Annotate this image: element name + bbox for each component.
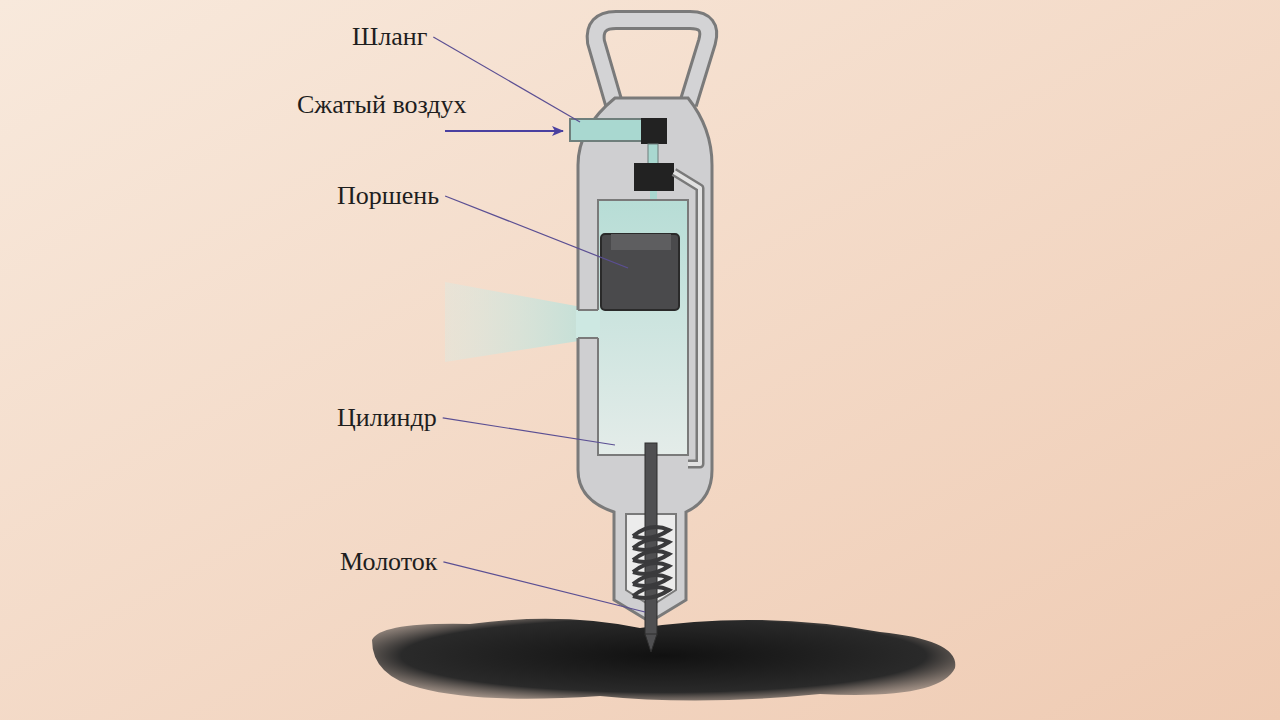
- chisel-tip: [645, 634, 657, 652]
- spring: [633, 527, 669, 598]
- leader-line: [443, 562, 645, 612]
- flow-label: Сжатый воздух: [297, 90, 467, 120]
- valve: [634, 163, 674, 191]
- spring-coil: [633, 563, 669, 574]
- exhaust-air: [445, 282, 598, 362]
- leader-line: [445, 196, 628, 268]
- part-label: Шланг: [352, 22, 427, 52]
- piston: [611, 234, 671, 250]
- handle: [596, 20, 709, 104]
- air-channel: [648, 144, 658, 164]
- hose: [570, 119, 642, 141]
- spring-coil: [633, 551, 669, 562]
- spring-coil: [633, 575, 669, 586]
- leader-line: [443, 418, 615, 445]
- part-label: Цилиндр: [337, 403, 437, 433]
- air-flow-arrow: [445, 130, 563, 132]
- handle: [596, 20, 709, 104]
- spring-coil: [633, 527, 669, 538]
- cylinder: [598, 200, 688, 455]
- part-label: Молоток: [340, 547, 437, 577]
- spring-coil: [633, 587, 669, 598]
- piston: [601, 234, 679, 310]
- part-label: Поршень: [337, 181, 439, 211]
- valve: [641, 118, 667, 144]
- exhaust-opening: [576, 310, 600, 338]
- spring-coil: [633, 539, 669, 550]
- housing: [578, 98, 712, 620]
- ground: [372, 619, 955, 701]
